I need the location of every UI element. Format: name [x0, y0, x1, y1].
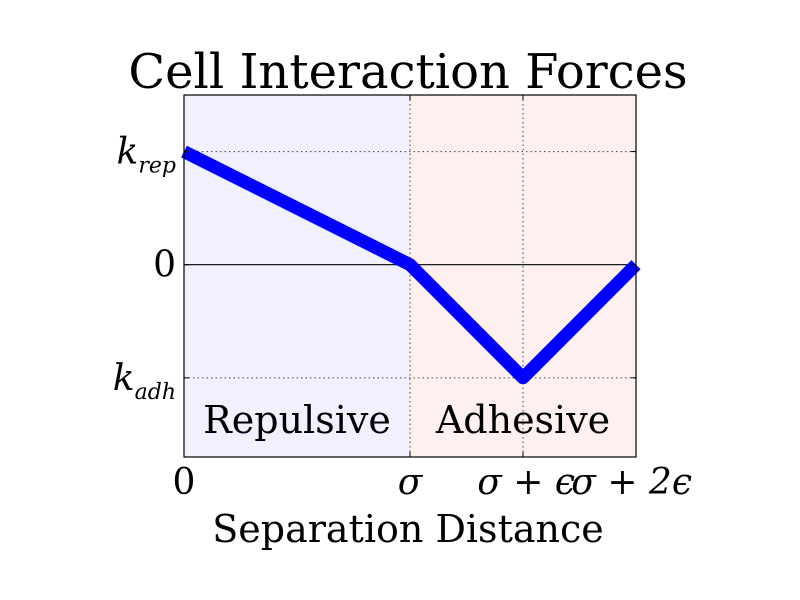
region-repulsive: [184, 95, 410, 457]
x-axis-label: Separation Distance: [212, 507, 603, 551]
region-label-repulsive: Repulsive: [203, 398, 391, 442]
series-line-0: [181, 145, 641, 385]
y-tick-label-2: kadh: [113, 358, 176, 405]
x-tick-label-3: σ + 2ϵ: [571, 462, 692, 503]
x-tick-label-0: 0: [173, 462, 196, 503]
x-tick-label-1: σ: [398, 462, 424, 503]
region-label-adhesive: Adhesive: [435, 398, 610, 442]
y-tick-label-1: 0: [153, 245, 176, 286]
y-tick-label-0: krep: [117, 132, 176, 179]
y-tick-sub-0: rep: [138, 154, 176, 179]
frame-layer: [183, 94, 637, 458]
x-tick-label-2: σ + ϵ: [477, 462, 575, 503]
chart-title: Cell Interaction Forces: [128, 44, 687, 100]
y-tick-main-2: k: [113, 358, 135, 399]
series-layer: [181, 145, 641, 385]
region-labels-layer: Repulsive Adhesive: [203, 398, 610, 442]
y-tick-sub-2: adh: [135, 380, 176, 405]
y-tick-main-0: k: [117, 132, 139, 173]
